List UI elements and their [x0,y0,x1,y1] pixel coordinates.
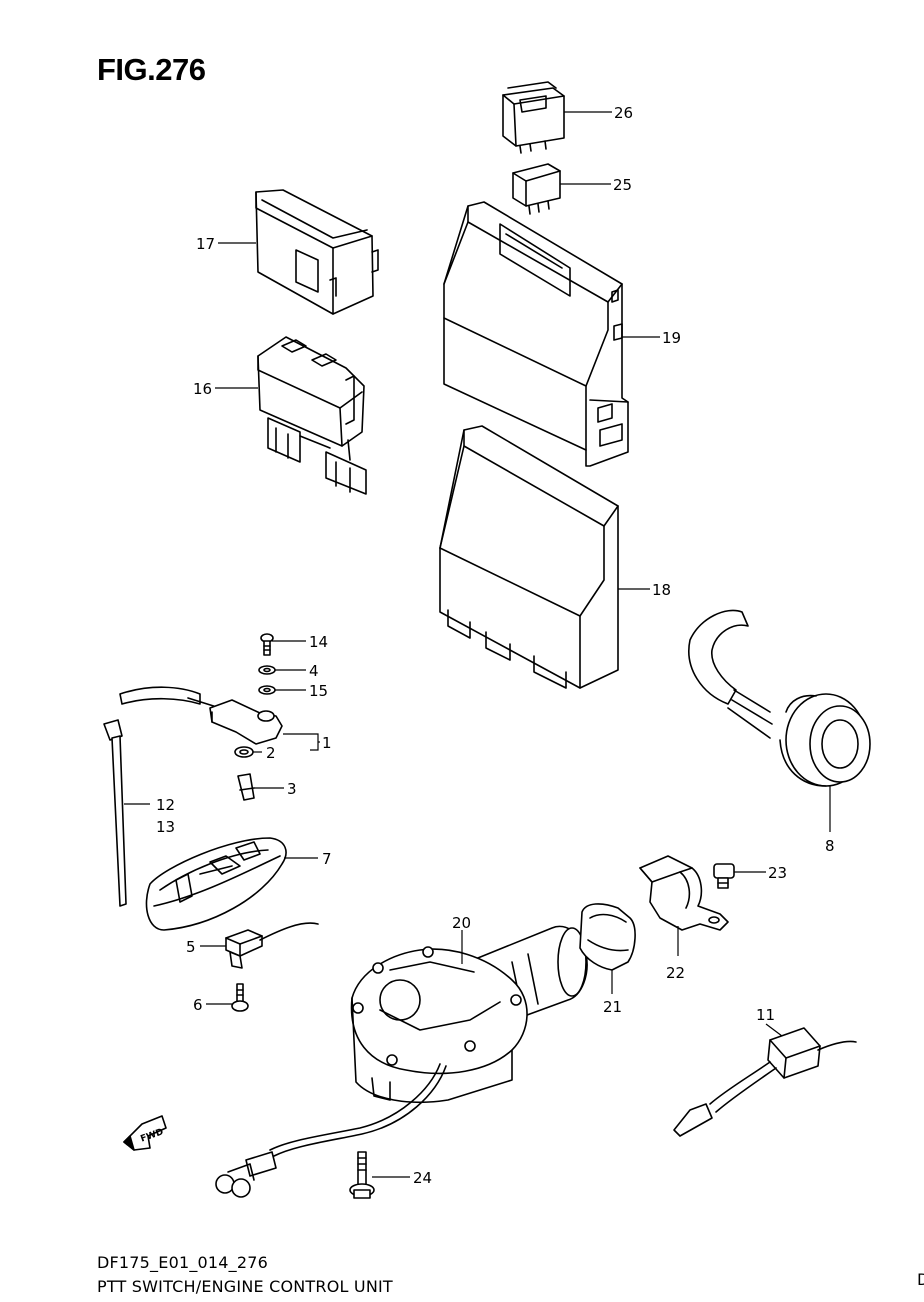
part-4-washer[interactable] [258,665,276,675]
callout-13[interactable]: 13 [156,818,175,836]
part-5-sender-switch[interactable] [225,922,319,969]
leader-1-bracket [283,733,319,751]
forward-arrow-icon: FWD [123,1115,167,1151]
callout-14[interactable]: 14 [309,633,328,651]
diagram-name: PTT SWITCH/ENGINE CONTROL UNIT [97,1277,393,1296]
part-1-ptt-switch[interactable] [119,686,283,745]
callout-2[interactable]: 2 [266,744,276,762]
callout-4[interactable]: 4 [309,662,319,680]
leader-11 [765,1023,783,1037]
part-19-ecu-cover[interactable] [443,201,629,467]
part-16-module[interactable] [257,336,367,495]
part-24-bolt[interactable] [349,1151,375,1199]
cropped-edge-text: D [917,1270,924,1289]
callout-6[interactable]: 6 [193,996,203,1014]
callout-19[interactable]: 19 [662,329,681,347]
part-11-harness[interactable] [673,1027,857,1137]
callout-12[interactable]: 12 [156,796,175,814]
callout-5[interactable]: 5 [186,938,196,956]
part-15-washer[interactable] [258,685,276,695]
callout-24[interactable]: 24 [413,1169,432,1187]
callout-20[interactable]: 20 [452,914,471,932]
callout-3[interactable]: 3 [287,780,297,798]
part-18-ecu[interactable] [439,425,619,689]
part-7-housing[interactable] [145,837,287,931]
callout-1[interactable]: 1 [322,734,332,752]
callout-11[interactable]: 11 [756,1006,775,1024]
callout-7[interactable]: 7 [322,850,332,868]
part-25-relay[interactable] [512,163,561,215]
callout-22[interactable]: 22 [666,964,685,982]
figure-title: FIG.276 [97,52,206,87]
callout-16[interactable]: 16 [193,380,212,398]
part-17-cover[interactable] [255,189,379,315]
callout-15[interactable]: 15 [309,682,328,700]
part-23-bolt[interactable] [713,863,735,889]
part-2-o-ring[interactable] [234,746,254,758]
callout-18[interactable]: 18 [652,581,671,599]
part-21-mount[interactable] [579,903,636,971]
callout-25[interactable]: 25 [613,176,632,194]
part-3-clip[interactable] [237,773,255,801]
callout-21[interactable]: 21 [603,998,622,1016]
part-8-socket[interactable] [688,609,871,787]
part-26-relay[interactable] [502,81,565,154]
callout-23[interactable]: 23 [768,864,787,882]
part-6-screw[interactable] [231,983,249,1012]
callout-17[interactable]: 17 [196,235,215,253]
part-12-13-cable-tie[interactable] [103,719,127,907]
callout-8[interactable]: 8 [825,837,835,855]
callout-26[interactable]: 26 [614,104,633,122]
part-22-bracket[interactable] [639,855,729,931]
part-14-screw[interactable] [260,633,274,656]
part-20-ptt-motor[interactable] [215,925,588,1198]
diagram-code: DF175_E01_014_276 [97,1253,269,1272]
